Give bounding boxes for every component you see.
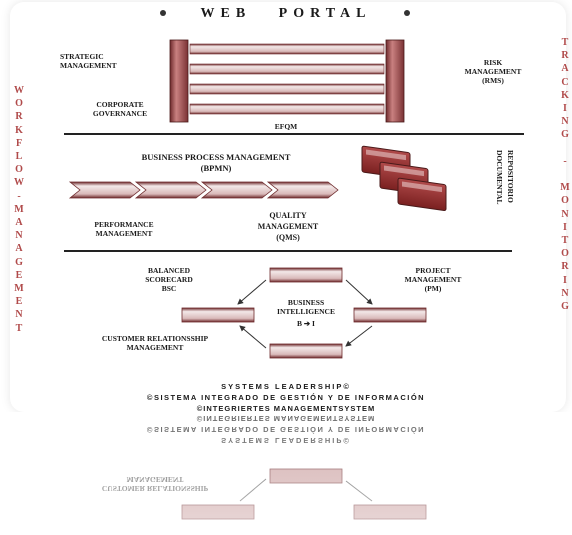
divider-2 — [64, 250, 512, 252]
efqm-label: EFQM — [274, 122, 298, 131]
integriertes-text: ©INTEGRIERTES MANAGEMENTSYSTEM — [196, 404, 376, 413]
business-intelligence-cycle — [181, 267, 427, 359]
diagram-graphics — [64, 39, 524, 359]
bpm-label: BUSINESS PROCESS MANAGEMENT(BPMN) — [141, 152, 291, 173]
sistema-integrado-text: ©SISTEMA INTEGRADO DE GESTIÓN Y DE INFOR… — [146, 393, 426, 402]
reflection-fade — [0, 412, 572, 535]
document-folders-icon — [361, 145, 447, 211]
workflow-management-vertical: W O R K F L O W - M A N A G E M E N T — [14, 85, 24, 334]
systems-leadership-text: SYSTEMS LEADERSHIP© — [221, 382, 351, 391]
title-bullet-right — [404, 10, 410, 16]
efqm-structure-icon — [169, 39, 405, 123]
page-title: WEB PORTAL — [200, 6, 372, 21]
title-bullet-left — [160, 10, 166, 16]
divider-1 — [64, 133, 524, 135]
bpmn-chevron-arrows-icon — [68, 181, 339, 199]
tracking-monitoring-vertical: T R A C K I N G - M O N I T O R I N G — [560, 37, 570, 313]
